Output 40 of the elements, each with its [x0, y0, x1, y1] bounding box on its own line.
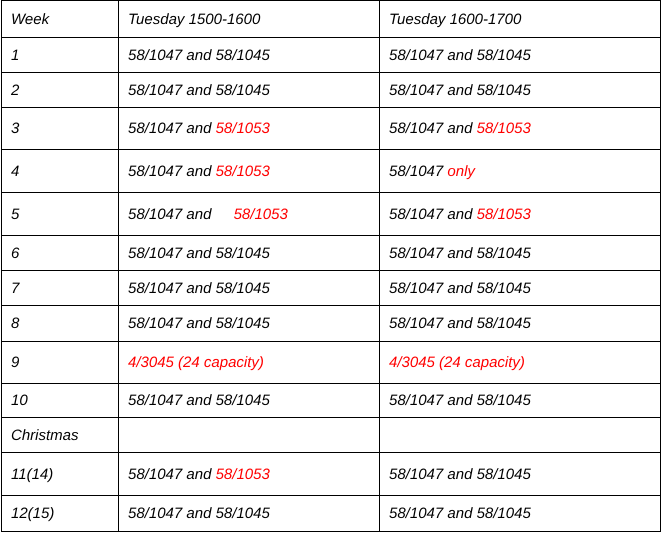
table-cell: 58/1047 and 58/1045	[380, 496, 660, 532]
table-cell: 58/1047 and 58/1053	[380, 192, 660, 236]
table-cell: 58/1047 and 58/1045	[118, 236, 380, 270]
table-cell: 11(14)	[2, 452, 118, 496]
table-cell: 58/1047 and 58/1045	[118, 306, 380, 342]
table-cell: 3	[2, 108, 118, 150]
table-cell: 58/1047 and 58/1045	[380, 452, 660, 496]
table-cell: 5	[2, 192, 118, 236]
table-cell: 4/3045 (24 capacity)	[380, 342, 660, 384]
table-cell: 58/1047 and 58/1045	[380, 236, 660, 270]
table-cell: 58/1047 and 58/1045	[118, 384, 380, 418]
table-cell: 10	[2, 384, 118, 418]
table-cell: 58/1047 and 58/1045	[380, 72, 660, 108]
table-cell: 58/1047 and 58/1053	[118, 192, 380, 236]
table-cell: 4/3045 (24 capacity)	[118, 342, 380, 384]
table-cell: Christmas	[2, 418, 118, 452]
table-cell: 58/1047 and 58/1045	[380, 384, 660, 418]
table-cell: 58/1047 and 58/1053	[380, 108, 660, 150]
table-cell: Week	[2, 0, 118, 38]
table-cell: 8	[2, 306, 118, 342]
table-cell: 58/1047 and 58/1053	[118, 452, 380, 496]
table-cell: 1	[2, 38, 118, 72]
table-cell: 6	[2, 236, 118, 270]
table-cell: 7	[2, 270, 118, 306]
table-cell: 58/1047 and 58/1045	[118, 38, 380, 72]
table-cell: 58/1047 and 58/1045	[118, 270, 380, 306]
table-cell: 2	[2, 72, 118, 108]
table-cell: 4	[2, 150, 118, 192]
table-cell: Tuesday 1600-1700	[380, 0, 660, 38]
table-cell: 58/1047 and 58/1045	[380, 38, 660, 72]
table-cell: 58/1047 and 58/1045	[118, 72, 380, 108]
table-cell: 58/1047 only	[380, 150, 660, 192]
table-cell: 58/1047 and 58/1053	[118, 150, 380, 192]
table-cell: 12(15)	[2, 496, 118, 532]
table-cell: 58/1047 and 58/1045	[380, 270, 660, 306]
table-cell: Tuesday 1500-1600	[118, 0, 380, 38]
table-cell: 58/1047 and 58/1045	[118, 496, 380, 532]
table-cell: 58/1047 and 58/1045	[380, 306, 660, 342]
table-cell: 9	[2, 342, 118, 384]
table-cell: 58/1047 and 58/1053	[118, 108, 380, 150]
